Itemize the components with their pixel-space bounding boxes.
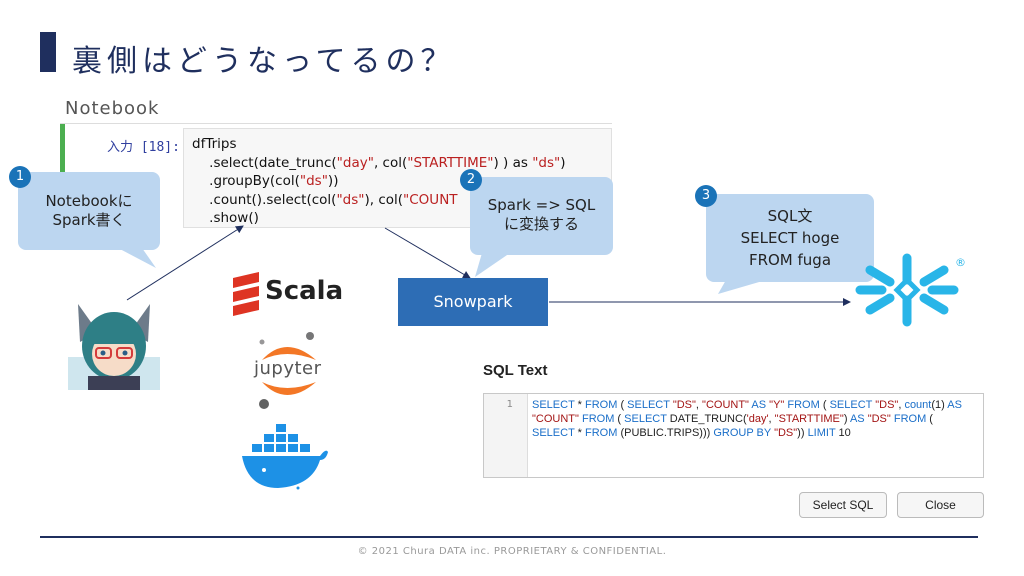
jupyter-logo: jupyter [250, 330, 330, 410]
sql-text-title: SQL Text [483, 362, 548, 379]
sql-query-text: SELECT * FROM ( SELECT "DS", "COUNT" AS … [532, 399, 962, 439]
step-badge-1: 1 [9, 166, 31, 188]
cell-prompt: 入力 [18]: [107, 140, 180, 155]
code-line: .groupBy(col("ds")) [192, 173, 339, 189]
callout-line: Spark書く [52, 211, 126, 229]
sql-text-area[interactable]: 1 SELECT * FROM ( SELECT "DS", "COUNT" A… [483, 393, 984, 478]
code-line: .show() [192, 210, 259, 226]
callout-line: Spark => SQL [487, 196, 596, 214]
callout-line: に変換する [503, 215, 579, 233]
code-line: .select(date_trunc("day", col("STARTTIME… [192, 154, 566, 171]
callout-line: SELECT hoge [740, 229, 840, 247]
arrow-user-to-code [126, 225, 244, 301]
footer-copyright: © 2021 Chura DATA inc. PROPRIETARY & CON… [357, 546, 667, 557]
anime-avatar-icon [68, 304, 160, 390]
footer-divider [40, 536, 978, 538]
line-number-gutter: 1 [484, 394, 528, 477]
snowflake-icon [855, 253, 959, 327]
snowpark-box: Snowpark [398, 278, 548, 326]
title-accent-bar [40, 32, 56, 72]
callout-3-bubble [706, 194, 874, 294]
jupyter-wordmark: jupyter [254, 358, 322, 379]
notebook-label: Notebook [65, 98, 160, 119]
code-line: dfTrips [192, 136, 237, 152]
slide-title: 裏側はどうなってるの？ [72, 44, 456, 79]
jupyter-icon [259, 332, 316, 409]
code-line: .count().select(col("ds"), col("COUNT [192, 191, 458, 208]
scala-icon [233, 272, 259, 316]
close-button[interactable]: Close [897, 492, 984, 518]
code-editor[interactable]: dfTrips .select(date_trunc("day", col("S… [183, 128, 612, 228]
scala-wordmark: Scala [265, 276, 344, 306]
callout-2-text: Spark => SQL に変換する [470, 196, 613, 234]
callout-line: SQL文 [767, 207, 813, 225]
callout-1-bubble [18, 172, 160, 268]
callout-3-text: SQL文 SELECT hoge FROM fuga [706, 205, 874, 271]
callout-2-bubble [470, 177, 613, 277]
callout-line: FROM fuga [748, 251, 832, 269]
arrow-code-to-snowpark [384, 227, 471, 279]
docker-whale-icon [242, 424, 328, 490]
registered-mark: ® [955, 256, 966, 269]
callout-line: Notebookに [45, 192, 133, 210]
step-badge-3: 3 [695, 185, 717, 207]
callout-1-text: Notebookに Spark書く [18, 192, 160, 230]
step-badge-2: 2 [460, 169, 482, 191]
select-sql-button[interactable]: Select SQL [799, 492, 887, 518]
